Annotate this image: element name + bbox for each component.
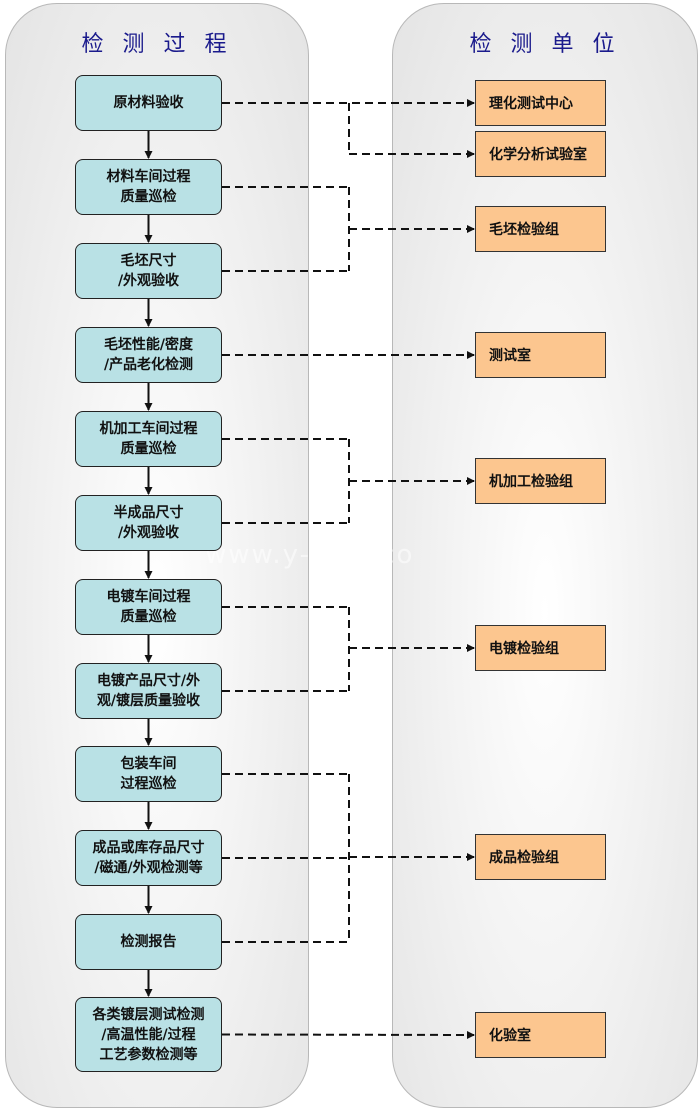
unit-chemical-analysis-lab[interactable]: 化学分析试验室	[475, 131, 606, 177]
unit-panel: 检 测 单 位	[392, 3, 698, 1108]
process-step-finished-product-test[interactable]: 成品或库存品尺寸 /磁通/外观检测等	[75, 830, 222, 886]
process-step-material-workshop-inspection[interactable]: 材料车间过程 质量巡检	[75, 159, 222, 215]
process-step-test-report[interactable]: 检测报告	[75, 914, 222, 970]
unit-physical-chemical-test-center[interactable]: 理化测试中心	[475, 80, 606, 126]
process-step-raw-material-acceptance[interactable]: 原材料验收	[75, 75, 222, 131]
process-step-coating-and-process-test[interactable]: 各类镀层测试检测 /高温性能/过程 工艺参数检测等	[75, 997, 222, 1072]
unit-assay-lab[interactable]: 化验室	[475, 1012, 606, 1058]
process-step-blank-size-acceptance[interactable]: 毛坯尺寸 /外观验收	[75, 243, 222, 299]
process-step-plating-product-acceptance[interactable]: 电镀产品尺寸/外 观/镀层质量验收	[75, 663, 222, 719]
process-step-packaging-inspection[interactable]: 包装车间 过程巡检	[75, 746, 222, 802]
process-step-plating-workshop-inspection[interactable]: 电镀车间过程 质量巡检	[75, 579, 222, 635]
unit-machining-inspection-group[interactable]: 机加工检验组	[475, 458, 606, 504]
unit-blank-inspection-group[interactable]: 毛坯检验组	[475, 206, 606, 252]
unit-panel-title: 检 测 单 位	[469, 32, 621, 57]
unit-test-room[interactable]: 测试室	[475, 332, 606, 378]
process-step-machining-inspection[interactable]: 机加工车间过程 质量巡检	[75, 411, 222, 467]
unit-plating-inspection-group[interactable]: 电镀检验组	[475, 625, 606, 671]
process-panel-title: 检 测 过 程	[81, 32, 233, 57]
process-step-blank-performance-test[interactable]: 毛坯性能/密度 /产品老化检测	[75, 327, 222, 383]
watermark: www.y- net.co	[205, 540, 415, 570]
unit-finished-product-inspection-group[interactable]: 成品检验组	[475, 834, 606, 880]
process-step-semi-finished-acceptance[interactable]: 半成品尺寸 /外观验收	[75, 495, 222, 551]
